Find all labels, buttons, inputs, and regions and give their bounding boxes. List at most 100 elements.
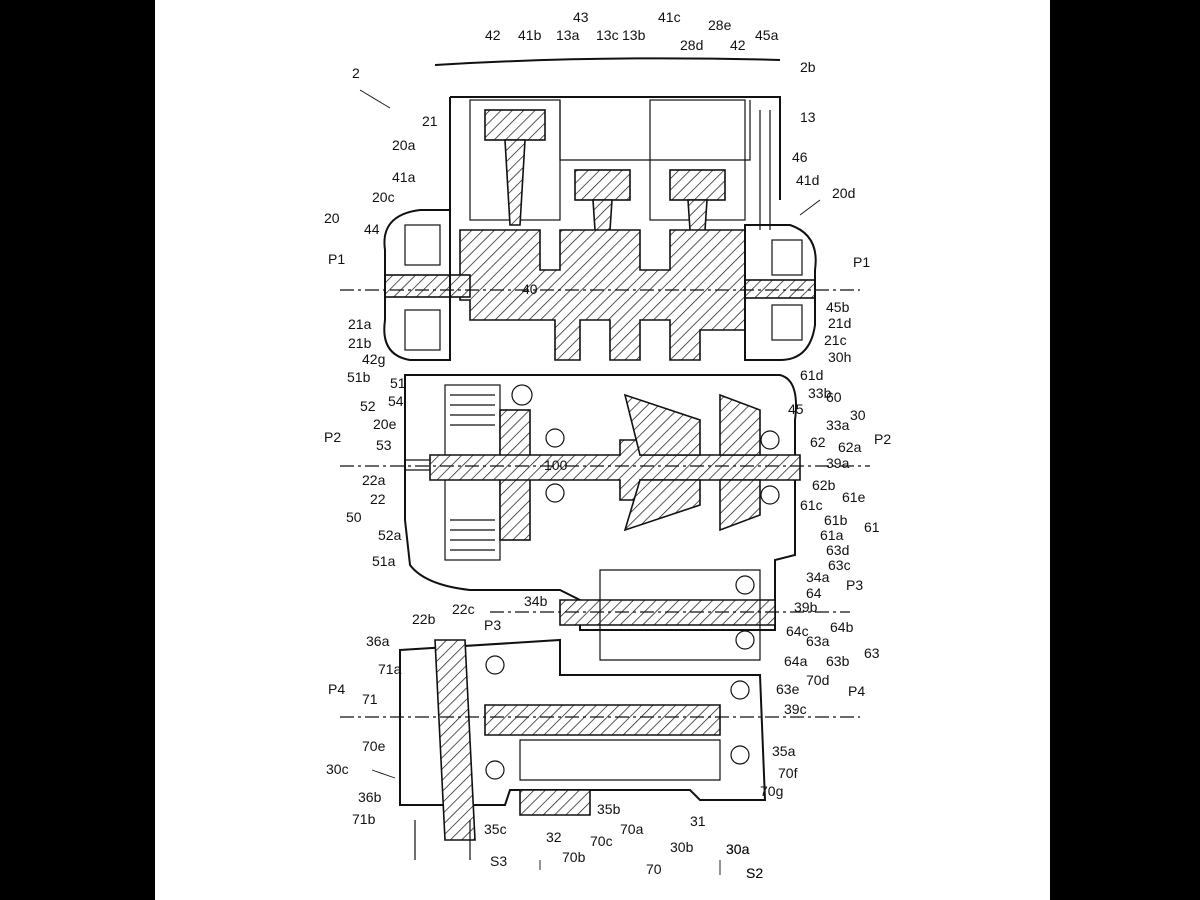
callout-right-0: 2b	[800, 59, 816, 75]
callout-right-13: 45	[788, 401, 804, 417]
callout-left-13: 54	[388, 393, 404, 409]
callout-top-0: 42	[485, 27, 501, 43]
callout-right-43: 70f	[778, 765, 798, 781]
callout-right-11: 33b	[808, 385, 832, 401]
bearings	[485, 428, 780, 780]
callout-right-18: P2	[874, 431, 891, 447]
callout-right-10: 61d	[800, 367, 823, 383]
callout-right-21: 61e	[842, 489, 866, 505]
callout-right-46: S2	[746, 865, 763, 881]
callout-bottom-0: 35c	[484, 821, 507, 837]
lower-gear-case	[340, 638, 860, 860]
callout-top-2: 13a	[556, 27, 580, 43]
callout-right-15: 33a	[826, 417, 850, 433]
callout-right-35: 63b	[826, 653, 850, 669]
callout-left-30: 71	[362, 691, 378, 707]
callout-bottom-11: S2	[746, 865, 763, 881]
callout-left-17: P2	[324, 429, 341, 445]
callout-right-32: 64b	[830, 619, 854, 635]
callout-top-1: 41b	[518, 27, 542, 43]
callout-right-6: 45b	[826, 299, 850, 315]
callout-left-25: 34b	[524, 593, 548, 609]
callout-top-7: 28e	[708, 17, 732, 33]
callout-right-20: 62b	[812, 477, 836, 493]
callout-right-24: 61a	[820, 527, 844, 543]
crankshaft	[340, 229, 860, 361]
callout-left-9: 21b	[348, 335, 372, 351]
callout-bottom-5: 70a	[620, 821, 644, 837]
callout-left-16: 53	[376, 437, 392, 453]
callout-left-1: 21	[422, 113, 438, 129]
callout-right-1: 13	[800, 109, 816, 125]
callout-bottom-3: 70c	[590, 833, 613, 849]
callout-top-6: 41c	[658, 9, 681, 25]
callout-top-3: 43	[573, 9, 589, 25]
callout-right-30: 64	[806, 585, 822, 601]
callout-right-23: 61b	[824, 512, 848, 528]
callout-top-9: 42	[730, 37, 746, 53]
cylinder-block	[434, 57, 781, 230]
callout-right-36: 63	[864, 645, 880, 661]
crank-covers	[383, 209, 817, 361]
callout-left-33: 36b	[358, 789, 382, 805]
callout-left-28: 71a	[378, 661, 402, 677]
callout-right-17: 62a	[838, 439, 862, 455]
callout-right-37: 64a	[784, 653, 808, 669]
callout-right-33: 64c	[786, 623, 809, 639]
callout-left-27: 36a	[366, 633, 390, 649]
callout-left-24: 22c	[452, 601, 475, 617]
callout-left-31: 70e	[362, 738, 386, 754]
callout-top-5: 13b	[622, 27, 646, 43]
callout-right-16: 62	[810, 434, 826, 450]
callout-left-21: 52a	[378, 527, 402, 543]
callout-left-4: 20c	[372, 189, 395, 205]
callout-left-14: 52	[360, 398, 376, 414]
callout-left-0: 2	[352, 65, 360, 81]
patent-sheet	[155, 0, 1050, 900]
callout-top-8: 28d	[680, 37, 703, 53]
cvt-pulley	[623, 393, 761, 532]
callout-right-38: 70d	[806, 672, 829, 688]
callout-right-7: 21d	[828, 315, 851, 331]
callout-right-26: 63d	[826, 542, 849, 558]
callout-right-3: 41d	[796, 172, 819, 188]
callout-right-8: 21c	[824, 332, 847, 348]
callout-left-6: 44	[364, 221, 380, 237]
callout-center-1: 100	[544, 457, 568, 473]
callout-bottom-10: S3	[490, 853, 507, 869]
callout-left-19: 22	[370, 491, 386, 507]
callout-left-5: 20	[324, 210, 340, 226]
callout-right-14: 30	[850, 407, 866, 423]
callout-bottom-1: 32	[546, 829, 562, 845]
callout-left-26: P3	[484, 617, 501, 633]
callout-left-2: 20a	[392, 137, 416, 153]
callout-right-12: 60	[826, 389, 842, 405]
callout-right-31: 39b	[794, 599, 818, 615]
callout-right-34: 63a	[806, 633, 830, 649]
callout-bottom-7: 30b	[670, 839, 694, 855]
callout-right-25: 61	[864, 519, 880, 535]
callout-right-27: 63c	[828, 557, 851, 573]
callout-left-20: 50	[346, 509, 362, 525]
callout-bottom-9: 30a	[726, 841, 750, 857]
callout-right-42: 35a	[772, 743, 796, 759]
callout-bottom-4: 35b	[597, 801, 621, 817]
callout-bottom-8: 70	[646, 861, 662, 877]
callout-right-39: 63e	[776, 681, 800, 697]
callout-left-15: 20e	[373, 416, 397, 432]
callout-right-19: 39a	[826, 455, 850, 471]
callout-left-10: 42g	[362, 351, 385, 367]
callout-left-23: 22b	[412, 611, 436, 627]
callout-bottom-6: 31	[690, 813, 706, 829]
callout-right-41: 39c	[784, 701, 807, 717]
callout-left-32: 30c	[326, 761, 349, 777]
callout-left-34: 71b	[352, 811, 376, 827]
callout-left-3: 41a	[392, 169, 416, 185]
callout-right-29: P3	[846, 577, 863, 593]
callout-right-44: 70g	[760, 783, 783, 799]
callout-left-12: 51	[390, 375, 406, 391]
counter-shaft	[490, 569, 850, 661]
callout-right-5: P1	[853, 254, 870, 270]
